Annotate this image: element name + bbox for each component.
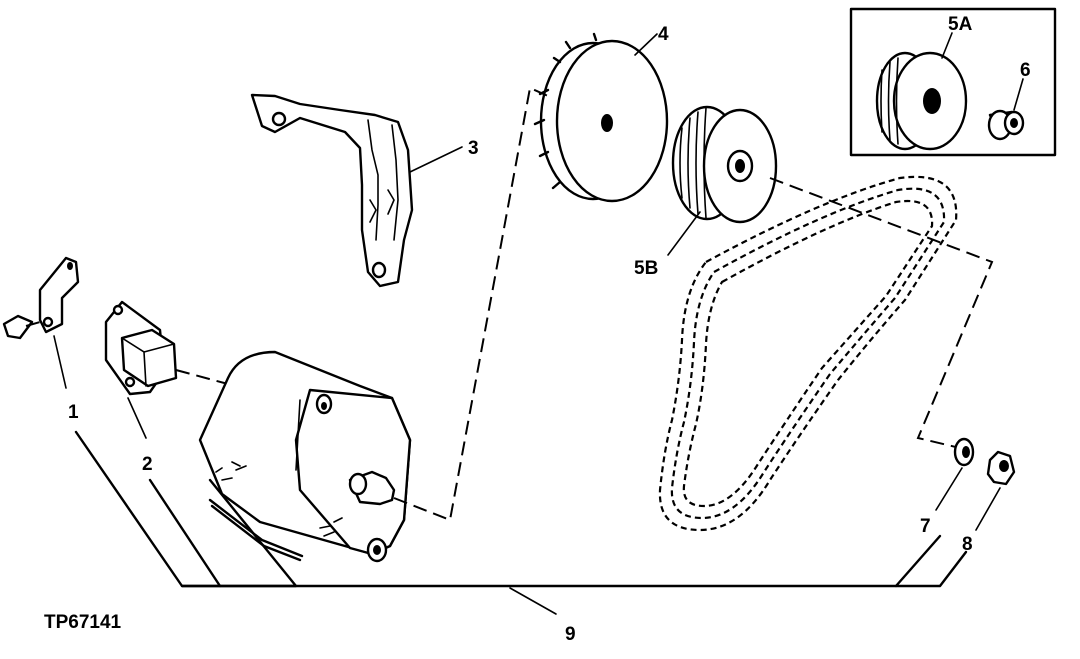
leader-4 (634, 33, 658, 56)
pulley-5a (875, 51, 968, 151)
callout-8: 8 (962, 534, 973, 555)
leader-5a (941, 32, 953, 59)
drive-belt (658, 175, 958, 532)
callout-1: 1 (68, 402, 79, 423)
callout-6: 6 (1020, 60, 1031, 81)
pulley-5b (671, 105, 778, 224)
bushing-6 (987, 109, 1025, 141)
leader-9 (509, 587, 557, 615)
leader-5b (667, 211, 701, 256)
callout-5a: 5A (948, 14, 973, 35)
bracket-1 (2, 256, 80, 340)
washer-7 (953, 437, 975, 467)
leader-3 (409, 146, 463, 173)
fan-pulley-4 (533, 32, 669, 203)
group-bracket-9 (74, 430, 968, 615)
nut-8 (986, 450, 1016, 486)
leader-7 (935, 467, 963, 511)
leader-1 (53, 335, 67, 389)
figure-id-label: TP67141 (44, 612, 122, 633)
dashed-axis-right (769, 177, 994, 449)
callout-4: 4 (658, 24, 669, 45)
regulator-2 (104, 300, 229, 396)
leader-6 (1013, 78, 1024, 111)
callout-9: 9 (565, 624, 576, 645)
inset-box: 5A 6 (849, 7, 1057, 157)
callout-2: 2 (142, 454, 153, 475)
bracket-3 (250, 93, 414, 288)
callout-7: 7 (920, 516, 931, 537)
callout-3: 3 (468, 138, 479, 159)
alternator (198, 350, 412, 563)
dashed-axis-left (393, 86, 549, 522)
leader-2 (127, 397, 147, 439)
callout-5b: 5B (634, 258, 658, 279)
leader-8 (975, 487, 1001, 531)
